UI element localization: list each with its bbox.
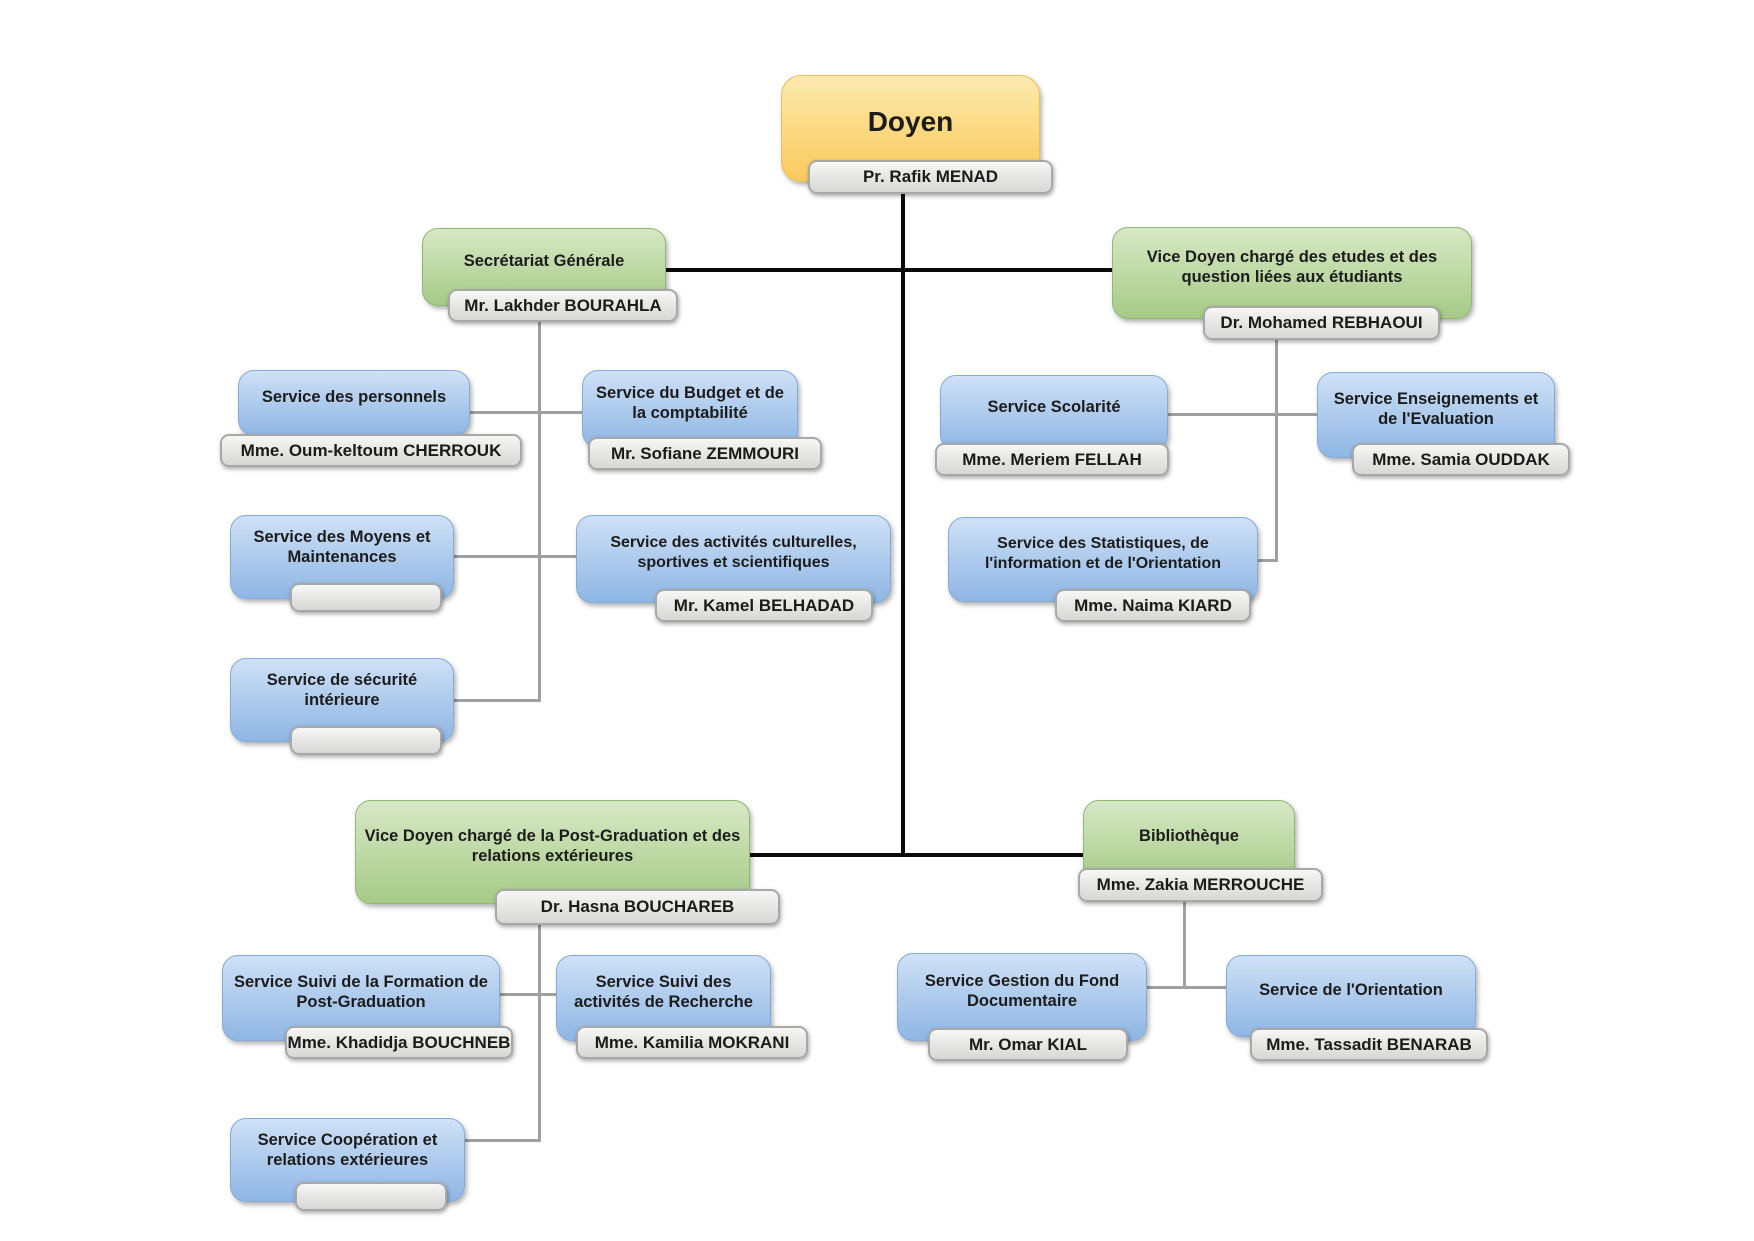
person-tag-bibliotheque: Mme. Zakia MERROUCHE [1078,868,1323,902]
node-vice-doyen-etudes: Vice Doyen chargé des etudes et des ques… [1112,227,1472,319]
person-tag-culturelles: Mr. Kamel BELHADAD [655,589,873,622]
person-tag-statistiques: Mme. Naima KIARD [1055,589,1251,622]
person-tag-cooperation-empty [295,1182,447,1211]
connector-vdpg-stem [538,925,541,1142]
person-tag-vice-doyen-etudes: Dr. Mohamed REBHAOUI [1203,306,1440,340]
connector-trunk-vertical [901,193,905,857]
node-title: Secrétariat Générale [463,251,625,270]
node-title: Service du Budget et de la comptabilité [596,383,784,422]
node-title: Service Gestion du Fond Documentaire [924,971,1120,1010]
node-service-gestion-fond: Service Gestion du Fond Documentaire [897,953,1147,1041]
node-title: Vice Doyen chargé des etudes et des ques… [1146,247,1438,286]
node-service-personnels: Service des personnels [238,370,470,436]
node-service-budget: Service du Budget et de la comptabilité [582,370,798,448]
connector-vde-stem [1275,340,1278,562]
connector-row-personnels-budget [470,411,582,414]
person-tag-formation: Mme. Khadidja BOUCHNEB [285,1026,513,1059]
node-title: Service des Moyens et Maintenances [253,527,431,566]
connector-row-formation-recherche [498,993,558,996]
connector-bottom-horizontal [750,853,1083,857]
person-tag-vice-doyen-postgrad: Dr. Hasna BOUCHAREB [495,889,780,925]
node-title: Service des Statistiques, de l'informati… [984,534,1222,572]
node-title: Service des personnels [261,387,447,406]
connector-row-gestion-orientation [1147,986,1226,989]
connector-top-horizontal [666,268,1112,272]
person-tag-scolarite: Mme. Meriem FELLAH [935,443,1169,476]
node-service-culturelles: Service des activités culturelles, sport… [576,515,891,603]
connector-bibliotheque-stem [1183,902,1186,989]
node-title: Service Scolarité [987,397,1121,416]
node-title: Service Suivi de la Formation de Post-Gr… [233,972,488,1011]
node-title: Service Suivi des activités de Recherche [574,972,753,1011]
connector-row-scolarite-enseignements [1168,413,1317,416]
person-tag-secretariat: Mr. Lakhder BOURAHLA [448,289,678,322]
person-tag-enseignements: Mme. Samia OUDDAK [1352,443,1570,476]
node-vice-doyen-postgrad: Vice Doyen chargé de la Post-Graduation … [355,800,750,904]
person-tag-orientation: Mme. Tassadit BENARAB [1250,1028,1488,1061]
connector-row-cooperation [465,1139,541,1142]
node-service-scolarite: Service Scolarité [940,375,1168,451]
node-service-orientation: Service de l'Orientation [1226,955,1476,1037]
node-title: Doyen [867,106,954,138]
node-title: Vice Doyen chargé de la Post-Graduation … [364,826,741,865]
person-tag-budget: Mr. Sofiane ZEMMOURI [588,437,822,470]
node-title: Service des activités culturelles, sport… [610,534,857,571]
person-tag-doyen: Pr. Rafik MENAD [808,160,1053,194]
person-tag-moyens-empty [290,583,442,612]
person-tag-personnels: Mme. Oum-keltoum CHERROUK [220,434,522,467]
person-tag-securite-empty [290,726,442,755]
node-service-statistiques: Service des Statistiques, de l'informati… [948,517,1258,602]
node-title: Service Coopération et relations extérie… [257,1130,438,1169]
connector-row-moyens-culturelles [454,555,578,558]
connector-secretariat-stem [538,322,541,702]
node-title: Bibliothèque [1139,826,1239,845]
node-title: Service de l'Orientation [1259,980,1443,999]
node-title: Service Enseignements et de l'Evaluation [1333,389,1539,428]
connector-row-securite [454,699,541,702]
connector-row-statistiques [1256,559,1278,562]
person-tag-gestion-fond: Mr. Omar KIAL [928,1028,1128,1061]
node-title: Service de sécurité intérieure [266,670,418,709]
person-tag-recherche: Mme. Kamilia MOKRANI [576,1026,808,1059]
